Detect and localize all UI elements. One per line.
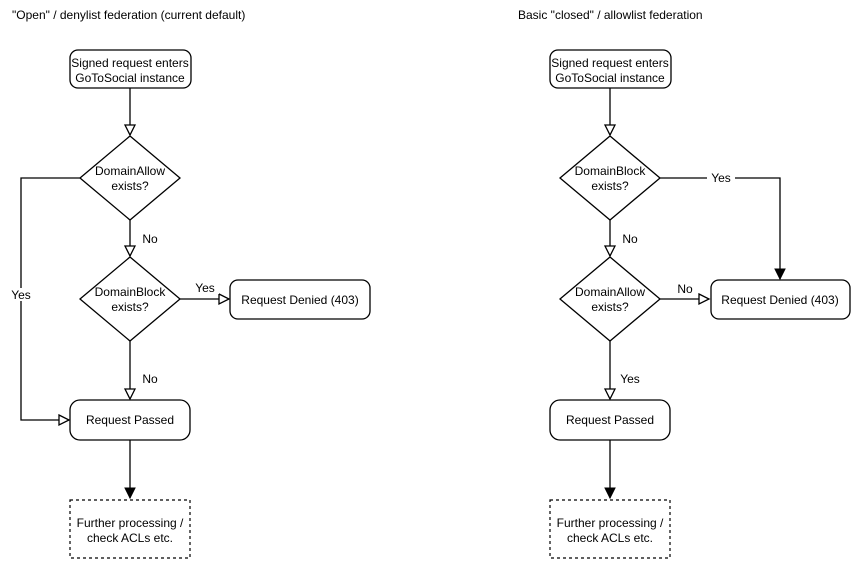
right-passed-text: Request Passed bbox=[566, 413, 654, 427]
right-edge-decision1-yes-to-denied bbox=[660, 177, 786, 281]
left-decision2-no-label: No bbox=[139, 372, 161, 386]
label-background bbox=[617, 372, 643, 385]
edge-label-no: No bbox=[142, 232, 158, 246]
label-background bbox=[707, 171, 735, 184]
edge-label-no: No bbox=[622, 232, 638, 246]
label-background bbox=[8, 288, 34, 301]
right-decision1-node: DomainBlock exists? bbox=[558, 135, 662, 221]
label-background bbox=[139, 372, 161, 385]
right-chart-title: Basic "closed" / allowlist federation bbox=[518, 8, 703, 22]
left-decision1-text-line1: DomainAllow bbox=[95, 164, 165, 178]
edge-label-no: No bbox=[142, 372, 158, 386]
left-denied-box bbox=[229, 279, 371, 320]
right-decision2-diamond bbox=[558, 256, 662, 342]
left-start-text-line1: Signed request enters bbox=[71, 56, 188, 70]
left-decision1-no-label: No bbox=[139, 232, 161, 246]
edge-label-yes: Yes bbox=[195, 281, 215, 295]
right-further-node: Further processing / check ACLs etc. bbox=[549, 499, 671, 559]
label-background bbox=[674, 282, 696, 295]
edge-label-no: No bbox=[677, 282, 693, 296]
right-start-text-line2: GoToSocial instance bbox=[555, 71, 665, 85]
left-passed-box bbox=[69, 399, 191, 441]
left-further-text-line1: Further processing / bbox=[77, 516, 184, 530]
right-decision1-text-line2: exists? bbox=[591, 179, 629, 193]
right-further-box bbox=[549, 499, 671, 559]
left-flowchart: "Open" / denylist federation (current de… bbox=[8, 8, 371, 559]
left-decision1-diamond bbox=[78, 135, 182, 221]
right-denied-text: Request Denied (403) bbox=[721, 293, 838, 307]
label-background bbox=[139, 232, 161, 245]
right-denied-node: Request Denied (403) bbox=[710, 279, 851, 320]
left-decision1-node: DomainAllow exists? bbox=[78, 135, 182, 221]
right-decision2-yes-label: Yes bbox=[617, 372, 643, 386]
left-decision1-text-line2: exists? bbox=[111, 179, 149, 193]
label-background bbox=[619, 232, 641, 245]
right-start-node: Signed request enters GoToSocial instanc… bbox=[549, 49, 672, 89]
left-decision1-yes-label: Yes bbox=[8, 288, 34, 302]
edge-label-yes: Yes bbox=[620, 372, 640, 386]
left-start-text-line2: GoToSocial instance bbox=[75, 71, 185, 85]
right-passed-box bbox=[549, 399, 671, 441]
left-decision2-node: DomainBlock exists? bbox=[78, 256, 182, 342]
edge-label-yes: Yes bbox=[11, 288, 31, 302]
left-further-box bbox=[69, 499, 191, 559]
edge-label-yes: Yes bbox=[711, 171, 731, 185]
left-decision2-diamond bbox=[78, 256, 182, 342]
right-start-text-line1: Signed request enters bbox=[551, 56, 668, 70]
right-further-text-line1: Further processing / bbox=[557, 516, 664, 530]
right-decision1-yes-label: Yes bbox=[707, 171, 735, 185]
left-denied-node: Request Denied (403) bbox=[229, 279, 371, 320]
right-decision1-text-line1: DomainBlock bbox=[575, 164, 647, 178]
right-flowchart: Basic "closed" / allowlist federation Si… bbox=[518, 8, 851, 559]
left-passed-text: Request Passed bbox=[86, 413, 174, 427]
left-decision2-text-line2: exists? bbox=[111, 300, 149, 314]
left-further-text-line2: check ACLs etc. bbox=[87, 531, 173, 545]
right-decision2-text-line1: DomainAllow bbox=[575, 285, 645, 299]
left-further-node: Further processing / check ACLs etc. bbox=[69, 499, 191, 559]
right-decision1-diamond bbox=[558, 135, 662, 221]
left-denied-text: Request Denied (403) bbox=[241, 293, 358, 307]
right-passed-node: Request Passed bbox=[549, 399, 671, 441]
right-denied-box bbox=[710, 279, 851, 320]
right-start-box bbox=[549, 49, 672, 89]
left-decision2-text-line1: DomainBlock bbox=[95, 285, 167, 299]
label-background bbox=[192, 281, 219, 294]
right-further-text-line2: check ACLs etc. bbox=[567, 531, 653, 545]
left-start-node: Signed request enters GoToSocial instanc… bbox=[69, 49, 192, 89]
right-decision2-no-label: No bbox=[674, 282, 696, 296]
right-decision2-node: DomainAllow exists? bbox=[558, 256, 662, 342]
left-start-box bbox=[69, 49, 192, 89]
left-decision2-yes-label: Yes bbox=[192, 281, 219, 295]
right-decision2-text-line2: exists? bbox=[591, 300, 629, 314]
right-decision1-no-label: No bbox=[619, 232, 641, 246]
left-passed-node: Request Passed bbox=[69, 399, 191, 441]
left-chart-title: "Open" / denylist federation (current de… bbox=[12, 8, 245, 22]
